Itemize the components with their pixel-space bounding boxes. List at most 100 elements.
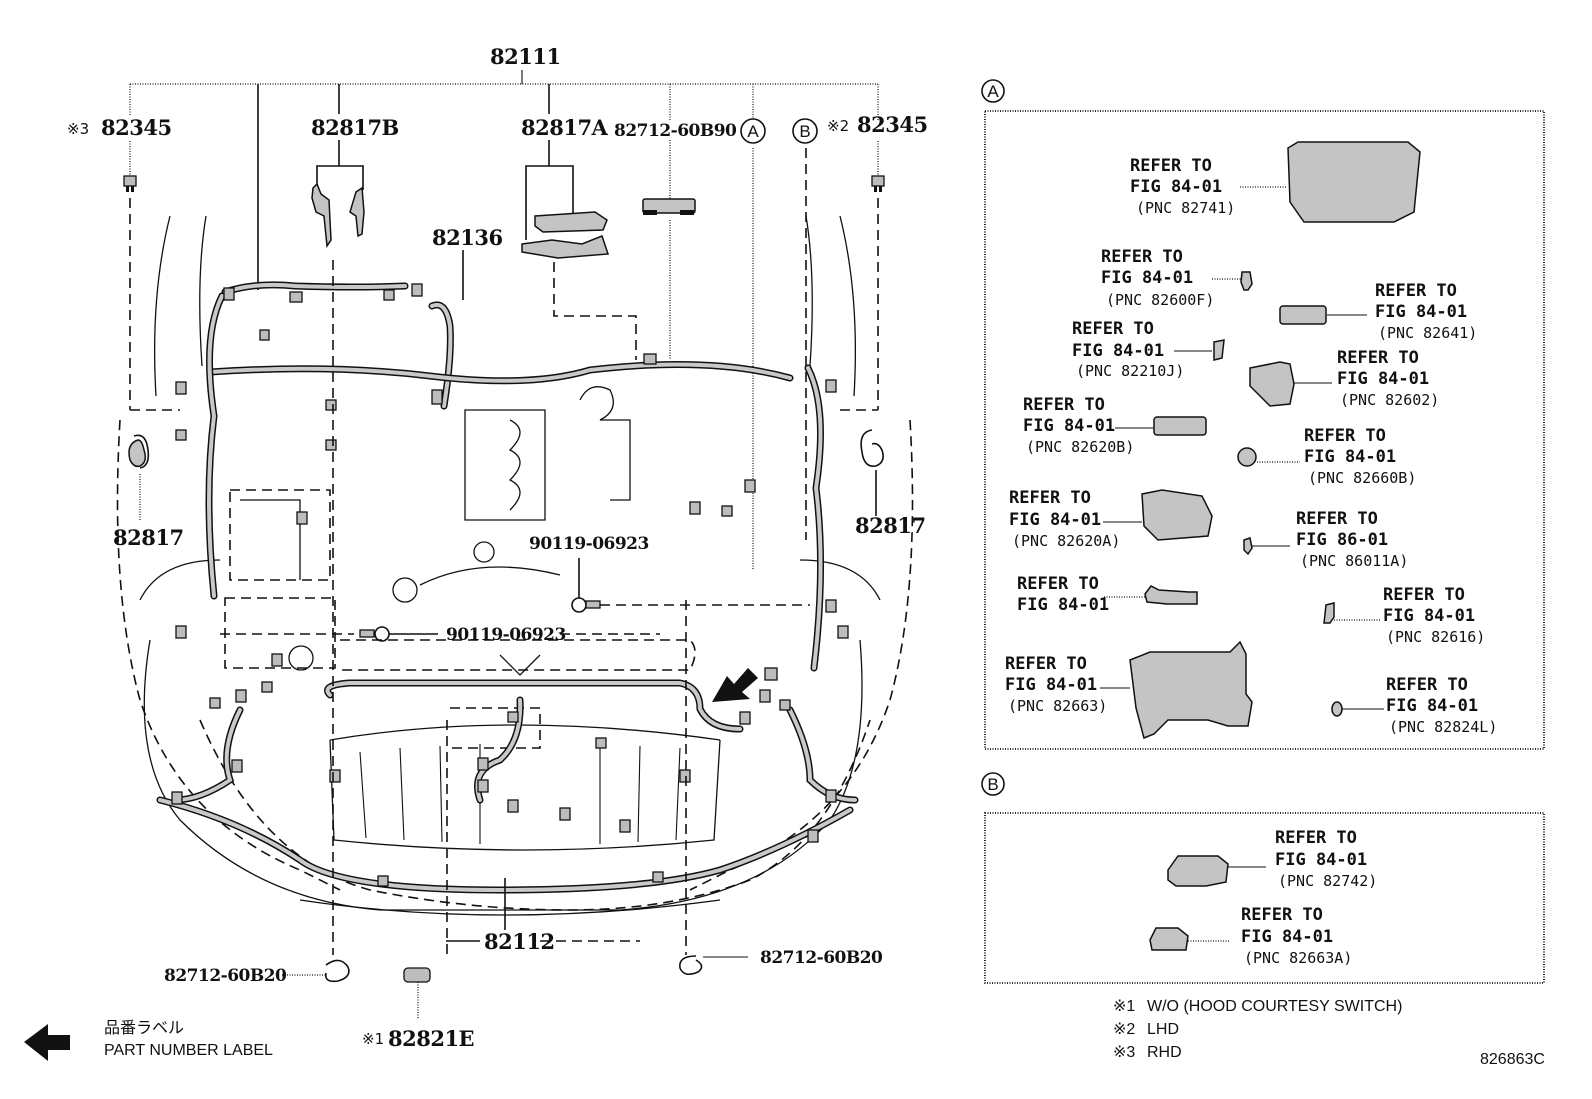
ref-line2: FIG 84-01 — [1375, 302, 1467, 322]
ref-line1: REFER TO — [1009, 488, 1091, 508]
ref-circle-a: A — [740, 118, 766, 144]
hood-courtesy-switch-icon — [403, 967, 431, 983]
bolt-upper-icon — [571, 597, 601, 613]
ref-pnc: (PNC 82663) — [1008, 697, 1107, 715]
legend-arrow-icon — [24, 1024, 70, 1061]
clip-82817-left-icon — [128, 434, 150, 469]
junction-block-a-icon — [1141, 489, 1213, 541]
ref-circle-b: B — [792, 118, 818, 144]
ref-line1: REFER TO — [1275, 828, 1357, 848]
footnote-mark: ※2 — [1113, 1021, 1135, 1038]
part-number-label-arrow-icon — [712, 668, 758, 702]
footnote-text: LHD — [1147, 1021, 1179, 1038]
callout-mark-1: ※1 — [362, 1030, 384, 1048]
ref-line2: FIG 84-01 — [1101, 268, 1193, 288]
footnote-3: ※3 RHD — [1113, 1044, 1182, 1061]
callout-90119-06923-upper: 90119-06923 — [529, 534, 649, 554]
panel-a-item-82824l: REFER TO FIG 84-01 (PNC 82824L) — [1331, 675, 1497, 736]
clip-82817-right-icon — [860, 429, 884, 468]
ref-line2: FIG 84-01 — [1304, 447, 1396, 467]
ref-line2: FIG 86-01 — [1296, 530, 1388, 550]
ref-line1: REFER TO — [1304, 426, 1386, 446]
callout-82712-60b20-right: 82712-60B20 — [760, 948, 883, 968]
connector-icon — [1331, 701, 1343, 717]
footnote-text: W/O (HOOD COURTESY SWITCH) — [1147, 998, 1402, 1015]
relay-cluster-icon — [1249, 361, 1295, 407]
callout-82112: 82112 — [484, 929, 555, 954]
clamp-82712-60b20-left-icon — [324, 959, 350, 983]
block-b-icon — [1149, 927, 1189, 951]
panel-a-item-82620a: REFER TO FIG 84-01 (PNC 82620A) — [1009, 488, 1213, 550]
callout-90119-06923-lower: 90119-06923 — [446, 625, 566, 645]
ref-pnc: (PNC 82210J) — [1076, 362, 1184, 380]
ref-line1: REFER TO — [1386, 675, 1468, 695]
callout-82712-60b90: 82712-60B90 — [614, 121, 737, 141]
panel-b-item-82663a: REFER TO FIG 84-01 (PNC 82663A) — [1149, 905, 1352, 967]
ref-circle-b-label: B — [799, 122, 810, 141]
protector-82712-60b90-icon — [642, 198, 696, 215]
relay-icon-right — [871, 175, 885, 192]
junction-block-icon — [1153, 416, 1207, 436]
ref-line2: FIG 84-01 — [1275, 850, 1367, 870]
footnotes: ※1 W/O (HOOD COURTESY SWITCH) ※2 LHD ※3 … — [1113, 998, 1545, 1068]
callout-82345-right: 82345 — [857, 112, 928, 137]
callout-82345-left: 82345 — [101, 115, 172, 140]
panel-a-label: A — [987, 82, 999, 101]
ref-line2: FIG 84-01 — [1009, 510, 1101, 530]
panel-a-item-82660b: REFER TO FIG 84-01 (PNC 82660B) — [1237, 426, 1416, 487]
wire-harness — [156, 281, 859, 894]
ref-line1: REFER TO — [1296, 509, 1378, 529]
fuse-box-icon — [1287, 141, 1421, 223]
flasher-icon — [1237, 447, 1257, 467]
engine-outline — [224, 386, 696, 749]
panel-a-item-bracket: REFER TO FIG 84-01 — [1017, 574, 1198, 615]
relay-small-icon — [1323, 602, 1335, 624]
ref-line1: REFER TO — [1005, 654, 1087, 674]
ref-pnc: (PNC 82620B) — [1026, 438, 1134, 456]
ref-line2: FIG 84-01 — [1241, 927, 1333, 947]
panel-a-item-82663: REFER TO FIG 84-01 (PNC 82663) — [1005, 640, 1253, 740]
main-callouts: 82111 ※3 82345 82817B 82817A 82712-60B90… — [67, 44, 928, 1051]
callout-82817-right: 82817 — [855, 513, 926, 538]
ref-line2: FIG 84-01 — [1337, 369, 1429, 389]
legend-label-en: PART NUMBER LABEL — [104, 1042, 273, 1059]
ref-circle-a-label: A — [747, 122, 759, 141]
callout-82817b: 82817B — [311, 115, 399, 140]
panel-a-item-82210j: REFER TO FIG 84-01 (PNC 82210J) — [1072, 319, 1225, 380]
ref-line1: REFER TO — [1130, 156, 1212, 176]
ref-line2: FIG 84-01 — [1023, 416, 1115, 436]
connectors — [171, 283, 849, 887]
callout-82817a: 82817A — [521, 115, 609, 140]
ref-pnc: (PNC 82660B) — [1308, 469, 1416, 487]
panel-a-item-86011a: REFER TO FIG 86-01 (PNC 86011A) — [1243, 509, 1408, 570]
callout-82712-60b20-left: 82712-60B20 — [164, 966, 287, 986]
ref-line1: REFER TO — [1101, 247, 1183, 267]
panel-a: A REFER TO FIG 84-01 (PNC 82741) REFER T… — [981, 79, 1545, 750]
ref-line1: REFER TO — [1072, 319, 1154, 339]
ref-line2: FIG 84-01 — [1017, 595, 1109, 615]
ref-line2: FIG 84-01 — [1386, 696, 1478, 716]
bolt-lower-icon — [359, 626, 390, 642]
ref-pnc: (PNC 82641) — [1378, 324, 1477, 342]
panel-a-item-82600f: REFER TO FIG 84-01 (PNC 82600F) — [1101, 247, 1253, 309]
callout-82817-left: 82817 — [113, 525, 184, 550]
ref-pnc: (PNC 82742) — [1278, 872, 1377, 890]
panel-b-label: B — [987, 775, 998, 794]
panel-b-item-82742: REFER TO FIG 84-01 (PNC 82742) — [1167, 828, 1377, 890]
callout-82136: 82136 — [432, 225, 503, 250]
ref-pnc: (PNC 82616) — [1386, 628, 1485, 646]
ref-pnc: (PNC 82741) — [1136, 199, 1235, 217]
ref-line1: REFER TO — [1337, 348, 1419, 368]
illustration-id: 826863C — [1480, 1051, 1545, 1068]
panel-a-item-82620b: REFER TO FIG 84-01 (PNC 82620B) — [1023, 395, 1207, 456]
fuse-icon — [1240, 271, 1253, 291]
clamp-82817b-icon — [311, 182, 365, 249]
ref-line2: FIG 84-01 — [1072, 341, 1164, 361]
clamp-82712-60b20-right-icon — [679, 955, 703, 976]
ref-pnc: (PNC 82620A) — [1012, 532, 1120, 550]
callout-bracket-82111 — [129, 70, 879, 290]
ref-line2: FIG 84-01 — [1005, 675, 1097, 695]
ref-pnc: (PNC 82663A) — [1244, 949, 1352, 967]
panel-a-item-82616: REFER TO FIG 84-01 (PNC 82616) — [1323, 585, 1485, 646]
footnote-mark: ※1 — [1113, 998, 1135, 1015]
